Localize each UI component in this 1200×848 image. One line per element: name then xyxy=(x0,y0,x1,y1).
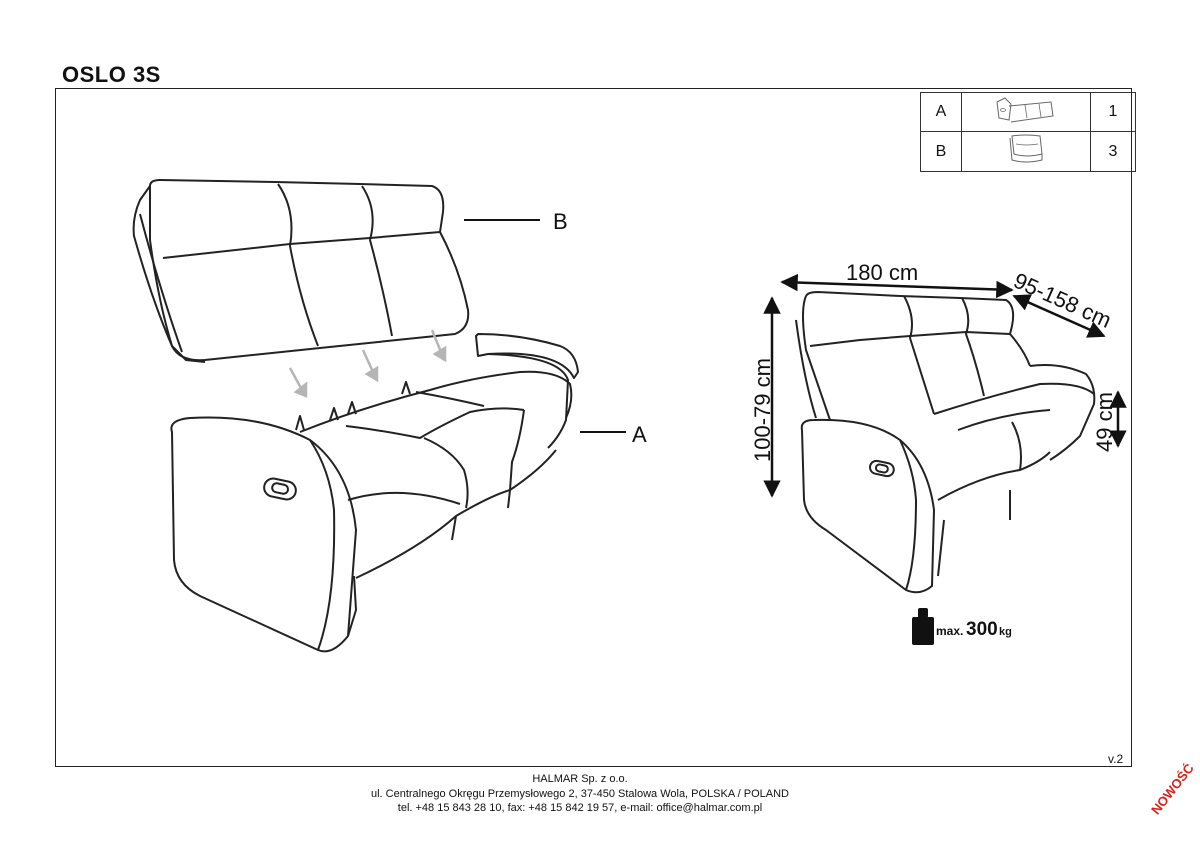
parts-row: B 3 xyxy=(920,131,1136,172)
sofa-base-icon xyxy=(961,92,1091,132)
company-footer: HALMAR Sp. z o.o. ul. Centralnego Okręgu… xyxy=(0,772,1160,816)
width-dimension-label: 180 cm xyxy=(846,260,918,285)
page-title: OSLO 3S xyxy=(62,62,161,87)
part-quantity: 3 xyxy=(1090,131,1136,172)
part-letter: B xyxy=(920,131,962,172)
drawing-frame xyxy=(55,88,1132,767)
parts-table: A 1 B 3 xyxy=(920,92,1136,172)
assembly-arrows xyxy=(288,329,447,398)
depth-dimension-line xyxy=(1012,294,1106,338)
load-prefix: max. xyxy=(936,624,963,638)
width-dimension-line xyxy=(780,273,1014,299)
seat-height-dimension-label: 49 cm xyxy=(1092,392,1117,452)
backrest-cushion-icon xyxy=(961,131,1091,172)
company-address: ul. Centralnego Okręgu Przemysłowego 2, … xyxy=(370,787,789,800)
load-unit: kg xyxy=(999,626,1012,638)
sofa-base-a xyxy=(170,333,579,653)
sofa-dimensioned-view xyxy=(795,291,1096,594)
part-quantity: 1 xyxy=(1090,92,1136,132)
version-label: v.2 xyxy=(1108,752,1124,766)
company-name: HALMAR Sp. z o.o. xyxy=(532,773,628,785)
height-dimension-label: 100-79 cm xyxy=(750,358,775,462)
weight-icon xyxy=(912,608,934,645)
backrest-cushion-b xyxy=(132,179,470,363)
load-value: 300 xyxy=(966,619,998,640)
callout-label-a: A xyxy=(632,422,647,447)
company-contact: tel. +48 15 843 28 10, fax: +48 15 842 1… xyxy=(397,802,763,814)
callout-label-b: B xyxy=(553,209,568,234)
